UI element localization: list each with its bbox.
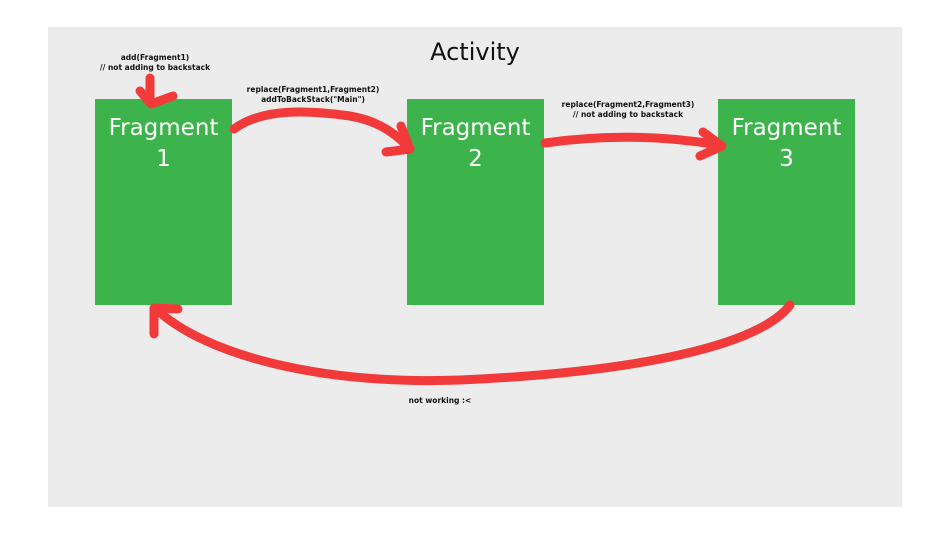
fragment-2-box: Fragment 2 xyxy=(407,99,544,305)
add-annotation-line2: // not adding to backstack xyxy=(99,63,211,72)
activity-title: Activity xyxy=(430,38,520,66)
fragment-1-label: Fragment xyxy=(108,115,219,141)
replace-2-3-arrow-head xyxy=(695,127,727,161)
replace-1-2-annotation: replace(Fragment1,Fragment2) addToBackSt… xyxy=(238,85,388,105)
fragment-2-label: Fragment xyxy=(420,115,531,141)
add-arrow-head xyxy=(135,86,178,109)
replace-1-2-arrow xyxy=(229,107,413,152)
add-annotation: add(Fragment1) // not adding to backstac… xyxy=(80,53,230,73)
fragment-1-number: 1 xyxy=(156,146,171,172)
back-arrow-head xyxy=(149,303,183,339)
back-arrow xyxy=(151,300,795,386)
replace-2-3-annotation: replace(Fragment2,Fragment3) // not addi… xyxy=(553,100,703,120)
add-annotation-line1: add(Fragment1) xyxy=(120,53,190,62)
fragment-3-number: 3 xyxy=(779,146,794,172)
fragment-2-number: 2 xyxy=(468,146,483,172)
replace-2-3-arrow xyxy=(540,132,723,150)
fragment-3-label: Fragment xyxy=(731,115,842,141)
replace-1-2-arrow-head xyxy=(381,121,415,157)
replace-2-3-annotation-line1: replace(Fragment2,Fragment3) xyxy=(561,100,695,109)
replace-1-2-annotation-line2: addToBackStack("Main") xyxy=(261,95,365,104)
fragment-3-box: Fragment 3 xyxy=(718,99,855,305)
replace-1-2-annotation-line1: replace(Fragment1,Fragment2) xyxy=(246,85,380,94)
fragment-1-box: Fragment 1 xyxy=(95,99,232,305)
not-working-annotation: not working :< xyxy=(408,396,472,405)
replace-2-3-annotation-line2: // not adding to backstack xyxy=(572,110,684,119)
